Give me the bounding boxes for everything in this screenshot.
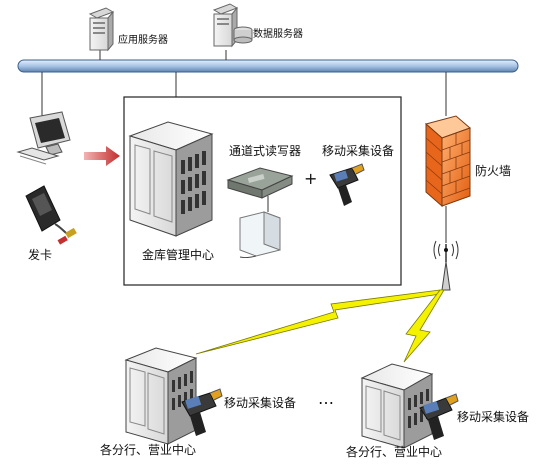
branch-right-label: 各分行、营业中心 bbox=[346, 445, 443, 459]
wireless-link-right bbox=[403, 289, 445, 363]
firewall-label: 防火墙 bbox=[475, 164, 512, 178]
app-server-label: 应用服务器 bbox=[118, 35, 168, 46]
ellipsis-symbol: … bbox=[318, 389, 336, 408]
db-server-label: 数据服务器 bbox=[253, 29, 303, 40]
connection-lines bbox=[41, 50, 447, 243]
vault-center-label: 金库管理中心 bbox=[142, 248, 215, 262]
mobile-collector-top-label: 移动采集设备 bbox=[322, 144, 395, 158]
network-bus bbox=[17, 59, 519, 73]
branch-right-collector-label: 移动采集设备 bbox=[457, 410, 530, 424]
handheld-scanner-icon bbox=[329, 163, 365, 206]
antenna-panel-icon bbox=[239, 211, 281, 259]
brick-firewall-icon bbox=[424, 115, 471, 208]
branch-left-collector-label: 移动采集设备 bbox=[224, 396, 297, 410]
vault-center-frame bbox=[123, 96, 402, 286]
handheld-scanner-icon bbox=[419, 393, 459, 440]
server-cabinet-icon bbox=[128, 121, 214, 237]
handheld-scanner-icon bbox=[181, 388, 223, 436]
server-cabinet-icon bbox=[124, 347, 198, 445]
arrow-icon bbox=[84, 146, 120, 166]
branch-left-label: 各分行、营业中心 bbox=[100, 443, 197, 457]
card-issue-label: 发卡 bbox=[28, 248, 53, 262]
rfid-reader-icon bbox=[226, 167, 294, 199]
card-reader-icon bbox=[25, 185, 77, 245]
plus-symbol: + bbox=[304, 169, 318, 188]
channel-reader-label: 通道式读写器 bbox=[229, 144, 302, 158]
server-tower-icon bbox=[88, 7, 115, 52]
wireless-link-left bbox=[195, 289, 441, 355]
wireless-antenna-icon bbox=[433, 240, 459, 291]
server-cabinet-icon bbox=[360, 363, 434, 449]
database-server-icon bbox=[212, 3, 253, 48]
computer-icon bbox=[16, 111, 71, 165]
